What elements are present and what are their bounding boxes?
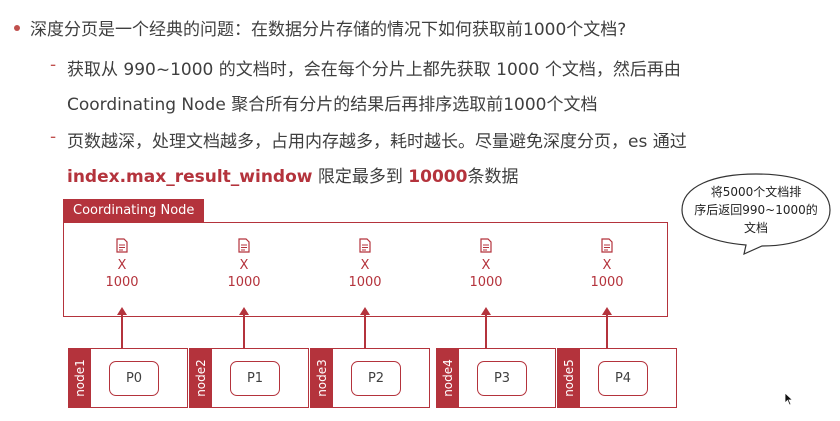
arrow-head [602,307,612,315]
doc-group-2: X 1000 [194,238,294,291]
primary-shard: P4 [598,361,648,396]
callout-bubble [681,173,831,256]
arrow-up [364,315,366,348]
node-label: node5 [558,349,580,407]
data-node-5: node5 P4 [557,348,677,408]
arrow-head [239,307,249,315]
mouse-cursor-icon [784,392,794,406]
coordinating-node-title: Coordinating Node [63,199,205,222]
data-node-1: node1 P0 [68,348,188,408]
document-icon [116,238,128,253]
doc-count: 1000 [105,275,139,290]
setting-key: index.max_result_window [67,167,313,187]
bullet-dot [14,25,20,31]
limit-number: 10000 [408,167,468,187]
node-label: node4 [437,349,459,407]
node-label: node2 [190,349,212,407]
bullet-3-text-line1: 页数越深，处理文档越多，占用内存越多，耗时越长。尽量避免深度分页，es 通过 [67,132,687,152]
doc-multiplier: X [117,258,127,273]
doc-multiplier: X [602,258,612,273]
limit-suffix: 条数据 [467,167,519,187]
primary-shard: P2 [351,361,401,396]
document-icon [359,238,371,253]
arrow-up [485,315,487,348]
primary-shard: P1 [230,361,280,396]
doc-group-5: X 1000 [557,238,657,291]
arrow-head [360,307,370,315]
doc-group-4: X 1000 [436,238,536,291]
doc-multiplier: X [481,258,491,273]
arrow-up [606,315,608,348]
data-node-3: node3 P2 [310,348,430,408]
doc-count: 1000 [227,275,261,290]
dash-marker: - [50,55,57,75]
node-label: node1 [69,349,91,407]
limit-text: 限定最多到 [312,167,409,187]
callout-text: 将5000个文档排 序后返回990~1000的 文档 [694,185,818,235]
bullet-2-text-line2: Coordinating Node 聚合所有分片的结果后再排序选取前1000个文… [67,95,598,115]
primary-shard: P0 [109,361,159,396]
primary-shard: P3 [477,361,527,396]
doc-multiplier: X [360,258,370,273]
data-node-4: node4 P3 [436,348,556,408]
bullet-2-text-line1: 获取从 990~1000 的文档时，会在每个分片上都先获取 1000 个文档，然… [67,60,681,80]
doc-group-1: X 1000 [72,238,172,291]
dash-marker: - [50,127,57,147]
arrow-head [117,307,127,315]
doc-multiplier: X [239,258,249,273]
document-icon [238,238,250,253]
document-icon [601,238,613,253]
bullet-3-text-line2: index.max_result_window 限定最多到 10000条数据 [67,162,518,187]
data-node-2: node2 P1 [189,348,309,408]
doc-count: 1000 [590,275,624,290]
document-icon [480,238,492,253]
arrow-up [243,315,245,348]
doc-count: 1000 [348,275,382,290]
arrow-up [121,315,123,348]
bullet-1-text: 深度分页是一个经典的问题：在数据分片存储的情况下如何获取前1000个文档? [30,20,627,40]
node-label: node3 [311,349,333,407]
doc-group-3: X 1000 [315,238,415,291]
doc-count: 1000 [469,275,503,290]
arrow-head [481,307,491,315]
